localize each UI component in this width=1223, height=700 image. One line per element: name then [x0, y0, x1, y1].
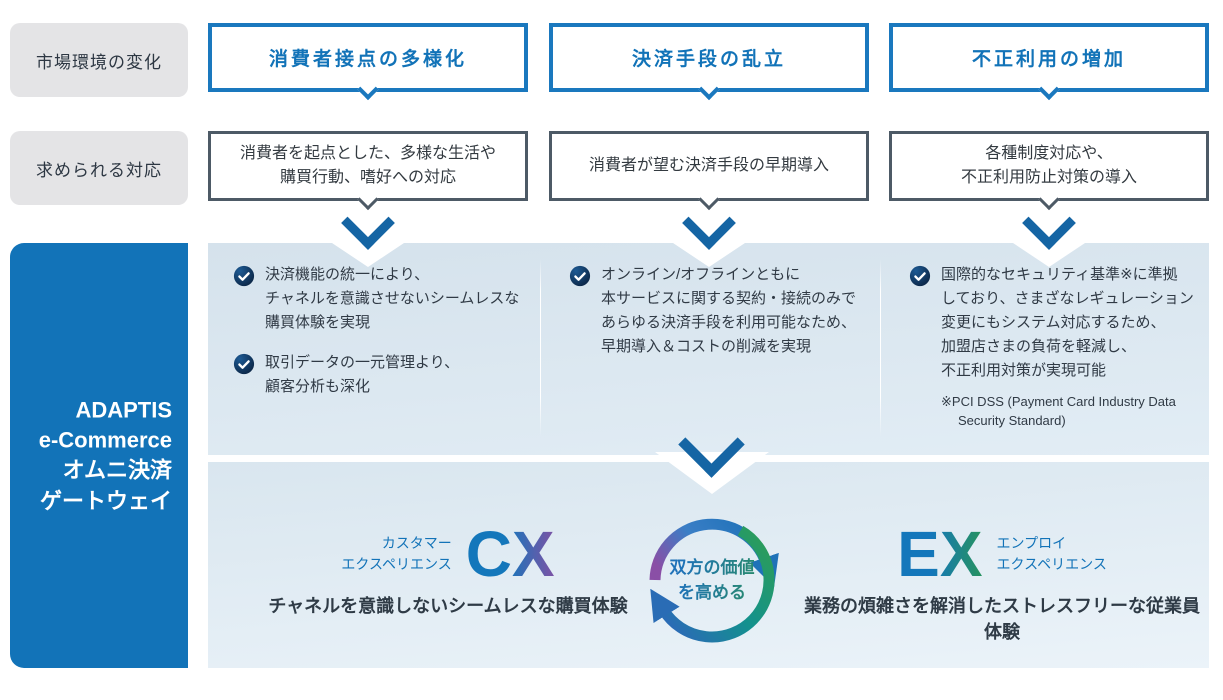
arrow-notch [1013, 243, 1085, 267]
benefits-section: 決済機能の統一により、 チャネルを意識させないシームレスな 購買体験を実現 取引… [208, 243, 1209, 455]
market-box-fraud-increase: 不正利用の増加 [889, 23, 1209, 101]
ex-letters: EX [897, 518, 983, 590]
market-box-title: 消費者接点の多様化 [268, 49, 467, 70]
benefit-column-2: オンライン/オフラインともに 本サービスに関する契約・接続のみで あらゆる決済手… [569, 263, 875, 359]
benefit-item: 国際的なセキュリティ基準※に準拠 しており、さまざなレギュレーション 変更にもシ… [909, 263, 1215, 383]
check-icon [569, 265, 591, 287]
check-icon [909, 265, 931, 287]
cx-header: カスタマー エクスペリエンス CX [238, 522, 658, 586]
column-divider [540, 259, 541, 437]
response-box-consumer-lifestyle: 消費者を起点とした、多様な生活や 購買行動、嗜好への対応 [208, 131, 528, 211]
cycle-text: 双方の価値 を高める [642, 510, 782, 650]
down-chevron-icon [1022, 196, 1076, 250]
row-label-market-change: 市場環境の変化 [10, 23, 188, 97]
outcome-section: カスタマー エクスペリエンス CX チャネルを意識しないシームレスな購買体験 [208, 462, 1209, 668]
down-chevron-icon [682, 196, 736, 250]
arrow-notch-large [655, 452, 769, 494]
arrow-notch [332, 243, 404, 267]
benefit-item: オンライン/オフラインともに 本サービスに関する契約・接続のみで あらゆる決済手… [569, 263, 875, 359]
benefit-item: 決済機能の統一により、 チャネルを意識させないシームレスな 購買体験を実現 [233, 263, 539, 335]
cx-label: カスタマー エクスペリエンス [341, 535, 452, 572]
response-box-text: 消費者を起点とした、多様な生活や 購買行動、嗜好への対応 [239, 145, 496, 186]
cycle-arrows-icon [649, 518, 779, 643]
response-box-text: 消費者が望む決済手段の早期導入 [588, 157, 829, 174]
box-tail-notch [1038, 78, 1060, 101]
market-box-title: 決済手段の乱立 [631, 49, 786, 70]
benefit-column-1: 決済機能の統一により、 チャネルを意識させないシームレスな 購買体験を実現 取引… [233, 263, 539, 399]
ex-caption: 業務の煩雑さを解消したストレスフリーな従業員体験 [804, 596, 1200, 642]
arrow-notch [673, 243, 745, 267]
column-divider [880, 259, 881, 437]
box-tail-notch [698, 78, 720, 101]
ex-block: EX エンプロイ エクスペリエンス 業務の煩雑さを解消したストレスフリーな従業員… [796, 522, 1208, 644]
row-label-required-response: 求められる対応 [10, 131, 188, 205]
service-name: ADAPTIS e-Commerce オムニ決済 ゲートウェイ [38, 396, 172, 513]
ex-header: EX エンプロイ エクスペリエンス [796, 522, 1208, 586]
market-box-consumer-touchpoints: 消費者接点の多様化 [208, 23, 528, 101]
benefit-text: 決済機能の統一により、 チャネルを意識させないシームレスな 購買体験を実現 [265, 266, 520, 331]
check-icon [233, 353, 255, 375]
value-cycle: 双方の価値 を高める [642, 510, 782, 650]
benefit-item: 取引データの一元管理より、 顧客分析も深化 [233, 351, 539, 399]
cx-caption: チャネルを意識しないシームレスな購買体験 [268, 596, 628, 616]
service-name-panel: ADAPTIS e-Commerce オムニ決済 ゲートウェイ [10, 243, 188, 668]
benefit-text: 国際的なセキュリティ基準※に準拠 しており、さまざなレギュレーション 変更にもシ… [941, 266, 1194, 379]
cx-letters: CX [465, 518, 555, 590]
cx-block: カスタマー エクスペリエンス CX チャネルを意識しないシームレスな購買体験 [238, 522, 658, 618]
market-box-title: 不正利用の増加 [971, 49, 1126, 70]
benefit-column-3: 国際的なセキュリティ基準※に準拠 しており、さまざなレギュレーション 変更にもシ… [909, 263, 1215, 431]
benefit-text: オンライン/オフラインともに 本サービスに関する契約・接続のみで あらゆる決済手… [601, 266, 857, 355]
response-box-early-adoption: 消費者が望む決済手段の早期導入 [549, 131, 869, 211]
row-label-text: 市場環境の変化 [36, 52, 162, 72]
market-box-payment-methods: 決済手段の乱立 [549, 23, 869, 101]
row-label-text: 求められる対応 [36, 160, 162, 180]
down-chevron-icon [341, 196, 395, 250]
response-box-text: 各種制度対応や、 不正利用防止対策の導入 [960, 145, 1137, 186]
ex-label: エンプロイ エクスペリエンス [996, 535, 1107, 572]
check-icon [233, 265, 255, 287]
benefit-text: 取引データの一元管理より、 顧客分析も深化 [265, 354, 460, 395]
response-box-fraud-prevention: 各種制度対応や、 不正利用防止対策の導入 [889, 131, 1209, 211]
pci-dss-footnote: ※PCI DSS (Payment Card Industry Data Sec… [941, 394, 1176, 428]
box-tail-notch [357, 78, 379, 101]
